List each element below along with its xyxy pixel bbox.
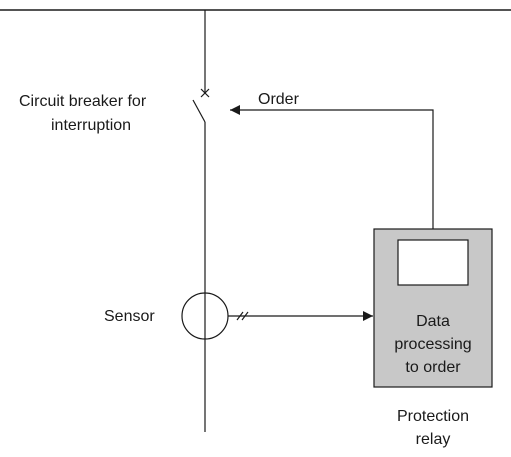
relay-display (397, 239, 469, 286)
relay-caption-line2: relay (416, 431, 451, 448)
relay-inner-text-line3: to order (405, 359, 461, 376)
breaker-x-mark-b (200, 88, 210, 98)
breaker-label-line2: interruption (51, 117, 131, 134)
relay-inner-text-line2: processing (394, 336, 471, 353)
breaker-label-line1: Circuit breaker for (19, 93, 147, 110)
order-label: Order (258, 91, 300, 108)
signal-hash-2 (241, 311, 249, 321)
order-line (230, 105, 434, 229)
signal-hash-1 (236, 311, 244, 321)
sensor-label: Sensor (104, 308, 155, 325)
relay-caption-line1: Protection (397, 408, 469, 425)
relay-inner-text-line1: Data (416, 313, 450, 330)
breaker-contact (192, 99, 206, 123)
